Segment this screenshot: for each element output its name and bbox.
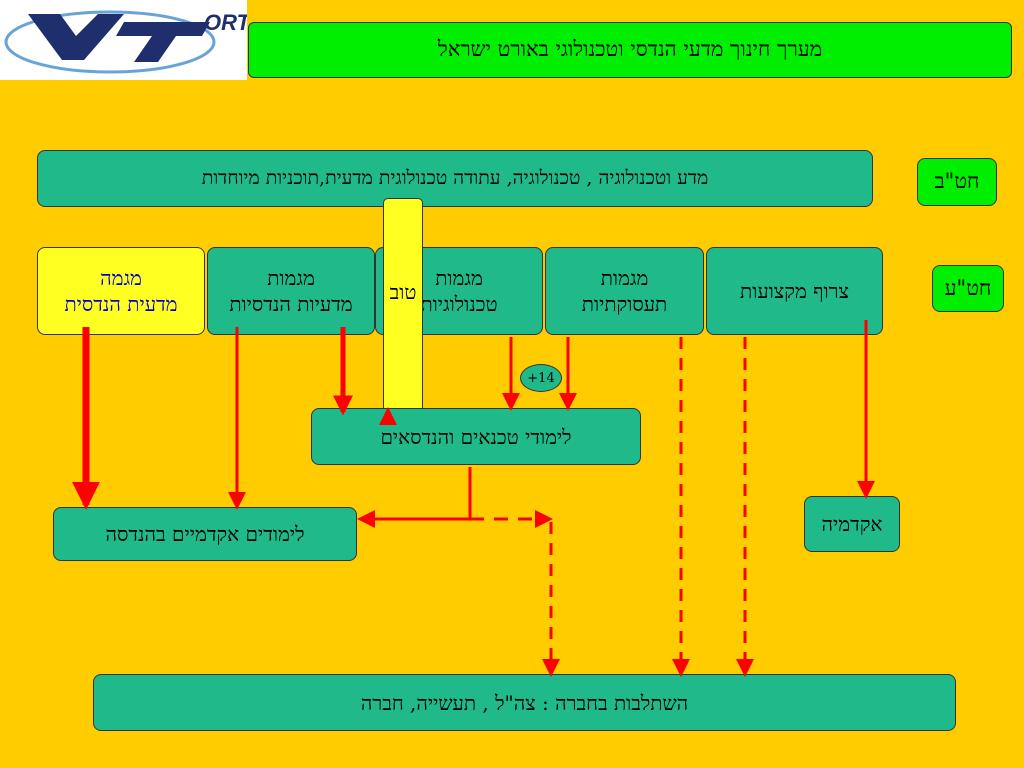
technician-studies-text: לימודי טכנאים והנדסאים: [380, 424, 572, 449]
major-technology-line1: מגמות: [435, 266, 483, 290]
academia: אקדמיה: [804, 496, 900, 552]
level-high-school-label: חט"ע: [944, 275, 992, 300]
major-combination-label: צרוף מקצועות: [740, 279, 849, 303]
major-engineering: מגמות מדעיות הנדסיות: [207, 247, 375, 335]
major-engineering-science-line1: מגמה: [100, 266, 142, 290]
middle-school-programs-text: מדע וטכנולוגיה , טכנולוגיה, עתודה טכנולו…: [201, 167, 709, 190]
level-high-school: חט"ע: [932, 265, 1004, 312]
page-title-text: מערך חינוך מדעי הנדסי וטכנולוגי באורט יש…: [437, 37, 823, 62]
arrow-technician-to-academic: [357, 467, 472, 528]
plus-14-badge: +14: [520, 364, 562, 392]
academic-engineering: לימודים אקדמיים בהנדסה: [53, 507, 357, 561]
major-combination: צרוף מקצועות: [706, 247, 883, 335]
major-engineering-line2: מדעיות הנדסיות: [229, 292, 353, 316]
technician-studies: לימודי טכנאים והנדסאים: [311, 408, 641, 465]
logo-mark: [28, 14, 124, 60]
major-engineering-line1: מגמות: [267, 266, 315, 290]
page-title: מערך חינוך מדעי הנדסי וטכנולוגי באורט יש…: [248, 22, 1012, 78]
level-middle-school: חט"ב: [917, 158, 997, 206]
tov-label: טוב: [389, 280, 417, 304]
academic-engineering-text: לימודים אקדמיים בהנדסה: [105, 522, 305, 546]
major-vocational: מגמות תעסוקתיות: [545, 247, 704, 335]
major-vocational-line2: תעסוקתיות: [581, 292, 668, 316]
major-vocational-line1: מגמות: [600, 266, 649, 290]
logo-text: ORT: [204, 10, 247, 35]
social-integration-text: השתלבות בחברה : צה"ל , תעשייה, חברה: [360, 690, 689, 715]
major-engineering-science: מגמה מדעית הנדסית: [37, 247, 205, 335]
major-engineering-science-line2: מדעית הנדסית: [64, 292, 178, 316]
logo-swoosh: [4, 10, 216, 74]
major-technology-line2: טכנולוגיות: [420, 292, 498, 316]
ort-logo: ORT: [0, 0, 252, 80]
academia-text: אקדמיה: [821, 512, 883, 536]
social-integration: השתלבות בחברה : צה"ל , תעשייה, חברה: [93, 674, 956, 731]
level-middle-school-label: חט"ב: [934, 169, 980, 194]
tov-box: טוב: [383, 198, 423, 412]
plus-14-label: +14: [527, 370, 555, 386]
middle-school-programs: מדע וטכנולוגיה , טכנולוגיה, עתודה טכנולו…: [37, 150, 873, 207]
